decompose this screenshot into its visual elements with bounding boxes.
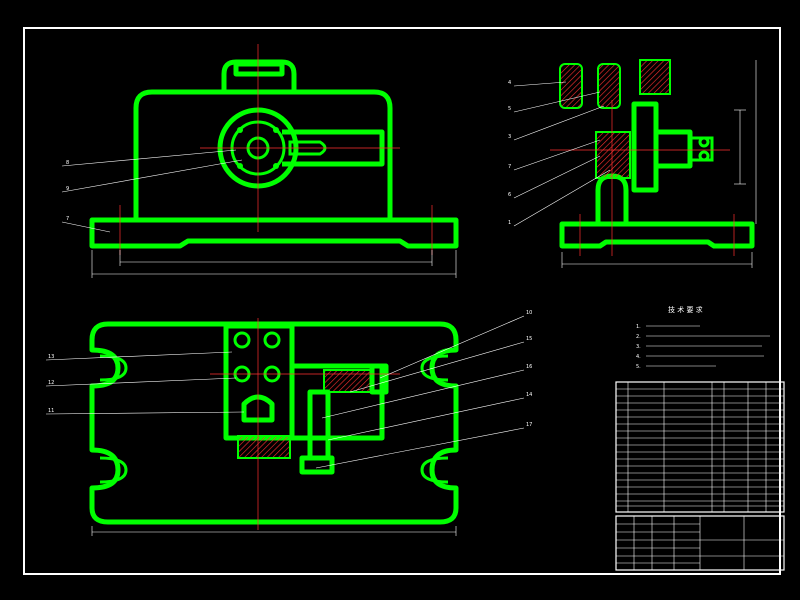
callout-9: 9 bbox=[66, 186, 69, 192]
callout-8: 8 bbox=[66, 160, 69, 166]
tech-req-3: 3. bbox=[636, 344, 641, 350]
callout-13: 13 bbox=[48, 354, 54, 360]
parts-list-table bbox=[615, 381, 785, 513]
callout-12: 12 bbox=[48, 380, 54, 386]
callout-17: 17 bbox=[526, 422, 532, 428]
callout-16: 16 bbox=[526, 364, 532, 370]
tech-req-1: 1. bbox=[636, 324, 641, 330]
callout-11: 11 bbox=[48, 408, 54, 414]
tech-req-4: 4. bbox=[636, 354, 641, 360]
callout-5: 5 bbox=[508, 106, 511, 112]
callout-6: 6 bbox=[508, 192, 511, 198]
side-view bbox=[513, 59, 757, 268]
title-block bbox=[615, 515, 785, 571]
tech-requirements-list: 1. 2. 3. 4. 5. bbox=[636, 324, 770, 370]
front-view bbox=[61, 44, 459, 278]
sheet-border bbox=[23, 27, 781, 575]
callout-7-front: 7 bbox=[66, 216, 69, 222]
tech-req-5: 5. bbox=[636, 364, 641, 370]
callout-10: 10 bbox=[526, 310, 532, 316]
callout-4: 4 bbox=[508, 80, 511, 86]
callout-3: 3 bbox=[508, 134, 511, 140]
tech-requirements-title: 技 术 要 求 bbox=[668, 305, 703, 314]
callout-7-side: 7 bbox=[508, 164, 511, 170]
tech-req-2: 2. bbox=[636, 334, 641, 340]
callout-1: 1 bbox=[508, 220, 511, 226]
callout-15: 15 bbox=[526, 336, 532, 342]
callout-14: 14 bbox=[526, 392, 532, 398]
plan-view bbox=[45, 315, 525, 536]
